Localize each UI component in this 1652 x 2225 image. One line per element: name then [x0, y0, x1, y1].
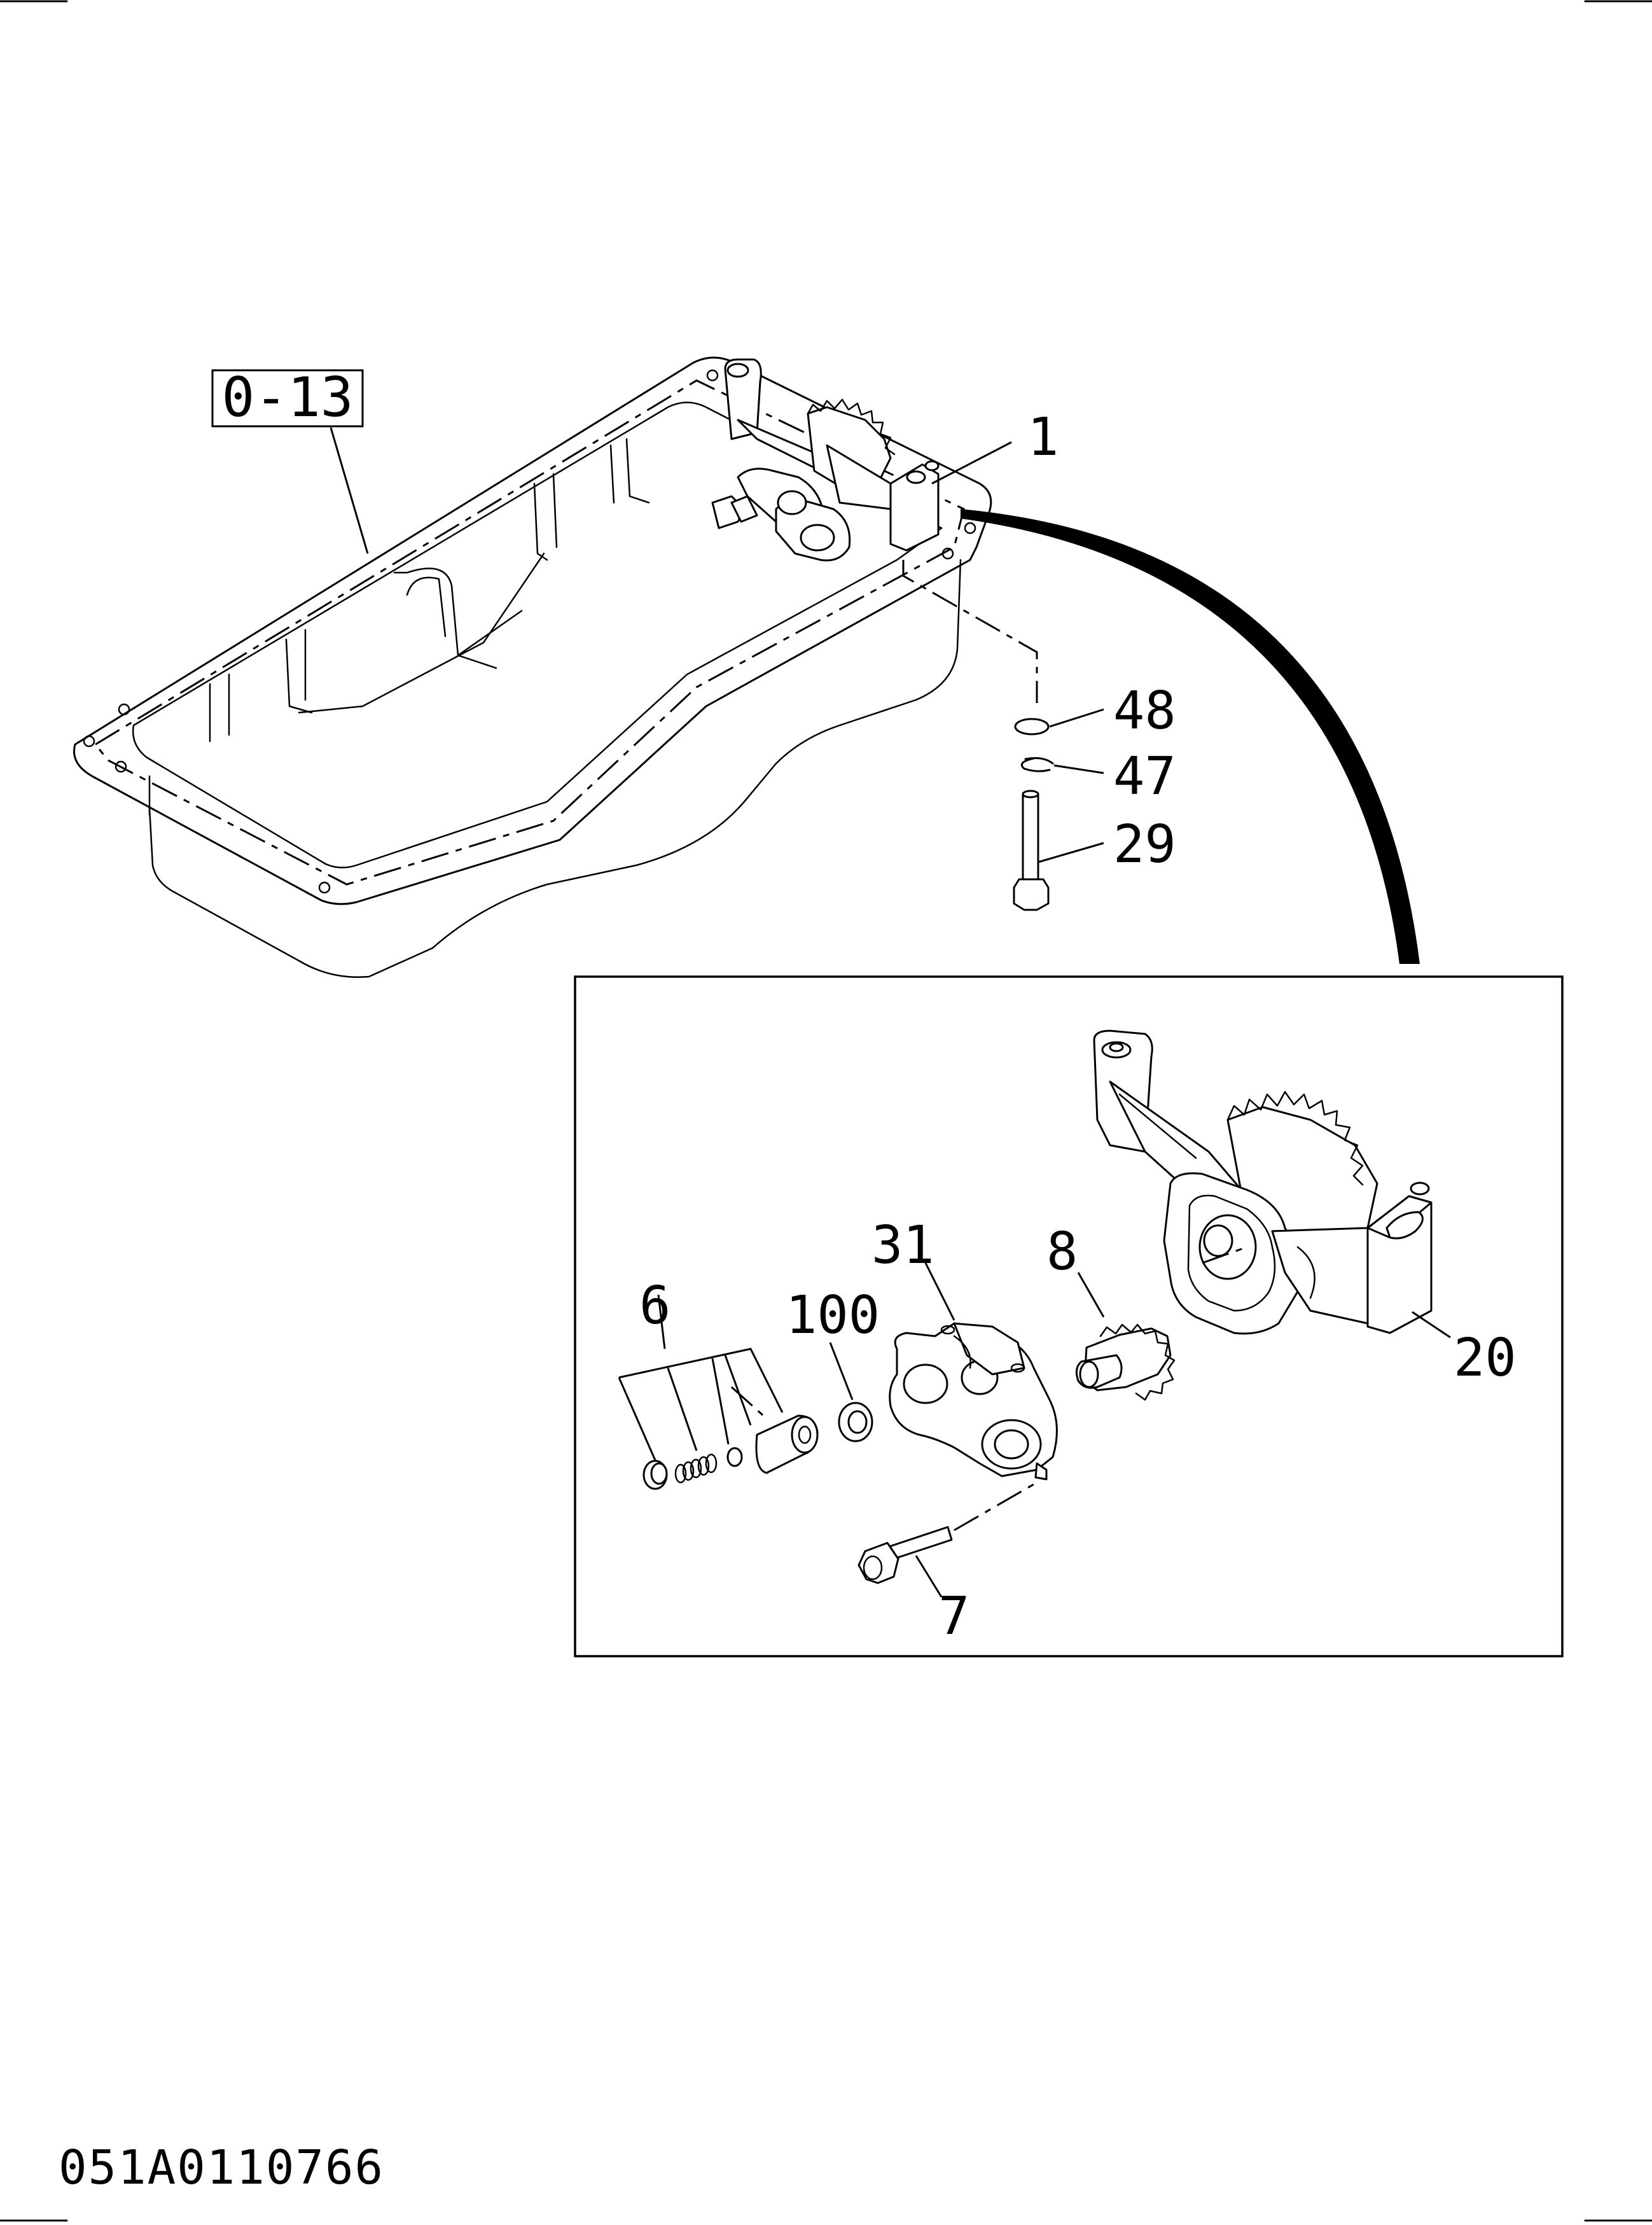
- bolt-29[interactable]: [1013, 790, 1050, 911]
- callout-31[interactable]: 31: [871, 1215, 934, 1276]
- detail-connector: [961, 509, 1420, 964]
- pump-body-20[interactable]: [1093, 1029, 1451, 1339]
- oil-pump-small: [711, 358, 940, 562]
- relief-valve-6[interactable]: [618, 1294, 819, 1490]
- reference-box[interactable]: 0-13: [211, 366, 369, 554]
- snap-ring-47[interactable]: [1020, 757, 1054, 772]
- callout-100[interactable]: 100: [786, 1285, 880, 1346]
- callout-47[interactable]: 47: [1113, 746, 1176, 807]
- bolt-stack: [902, 560, 1104, 911]
- callout-20[interactable]: 20: [1454, 1328, 1517, 1388]
- callout-1[interactable]: 1: [1027, 407, 1059, 468]
- drawing-code: 051A0110766: [59, 2140, 384, 2195]
- callout-29[interactable]: 29: [1113, 814, 1176, 875]
- bolt-7[interactable]: [857, 1481, 1038, 1598]
- callout-labels: 1 48 47 29 31 8 6 100 20 7: [639, 407, 1517, 1647]
- callout-7[interactable]: 7: [938, 1586, 969, 1647]
- oil-pan: [73, 356, 992, 978]
- callout-48[interactable]: 48: [1113, 681, 1176, 741]
- callout-8[interactable]: 8: [1046, 1222, 1078, 1282]
- detail-frame: [574, 975, 1564, 1657]
- washer-48[interactable]: [1014, 718, 1050, 736]
- callout-1-leader: [931, 441, 1012, 485]
- cover-31[interactable]: [889, 1262, 1058, 1481]
- reference-box-label: 0-13: [221, 366, 353, 429]
- callout-6[interactable]: 6: [639, 1276, 670, 1336]
- washer-100[interactable]: [829, 1342, 873, 1442]
- gear-8[interactable]: [1075, 1272, 1176, 1401]
